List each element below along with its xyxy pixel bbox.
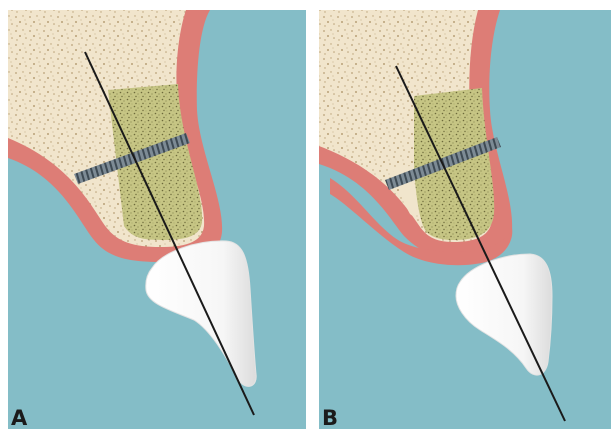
panel-a-label: A [11,406,28,430]
panel-b-label: B [322,406,338,430]
panel-b: B [319,10,611,430]
panel-a: A [8,10,306,430]
